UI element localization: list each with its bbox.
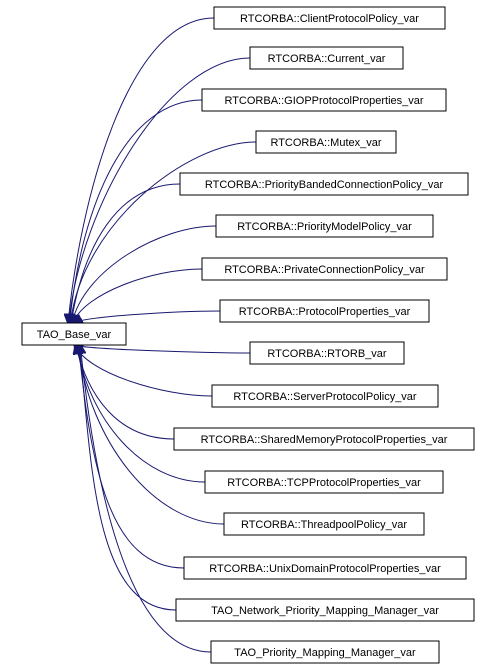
derived-class-node[interactable]: RTCORBA::ServerProtocolPolicy_var	[211, 384, 439, 408]
inheritance-edge	[68, 17, 215, 323]
derived-class-label: RTCORBA::TCPProtocolProperties_var	[227, 477, 421, 489]
derived-class-node[interactable]: RTCORBA::GIOPProtocolProperties_var	[201, 88, 447, 112]
derived-class-node[interactable]: RTCORBA::PriorityModelPolicy_var	[215, 214, 434, 238]
inheritance-edge	[71, 183, 181, 323]
inheritance-edge	[73, 268, 203, 323]
derived-class-nodes: RTCORBA::ClientProtocolPolicy_varRTCORBA…	[173, 6, 475, 664]
inheritance-edge	[75, 345, 213, 397]
derived-class-label: RTCORBA::UnixDomainProtocolProperties_va…	[209, 563, 441, 575]
inheritance-edge	[69, 57, 251, 323]
inheritance-edge	[72, 225, 217, 323]
derived-class-node[interactable]: RTCORBA::ProtocolProperties_var	[219, 299, 430, 323]
derived-class-label: RTCORBA::ClientProtocolPolicy_var	[240, 13, 419, 25]
inheritance-edge	[79, 345, 185, 569]
derived-class-label: RTCORBA::RTORB_var	[267, 348, 387, 360]
derived-class-label: RTCORBA::Mutex_var	[270, 137, 381, 149]
inheritance-edge	[70, 99, 203, 323]
derived-class-label: RTCORBA::GIOPProtocolProperties_var	[224, 95, 423, 107]
derived-class-label: RTCORBA::SharedMemoryProtocolProperties_…	[201, 434, 448, 446]
derived-class-node[interactable]: RTCORBA::ClientProtocolPolicy_var	[213, 6, 446, 30]
derived-class-label: RTCORBA::ServerProtocolPolicy_var	[233, 391, 417, 403]
derived-class-label: RTCORBA::ProtocolProperties_var	[239, 306, 411, 318]
derived-class-label: RTCORBA::PrivateConnectionPolicy_var	[224, 264, 425, 276]
inheritance-edge	[80, 345, 212, 653]
derived-class-label: TAO_Network_Priority_Mapping_Manager_var	[211, 605, 439, 617]
inheritance-edge	[79, 345, 177, 611]
derived-class-node[interactable]: RTCORBA::PriorityBandedConnectionPolicy_…	[179, 172, 469, 196]
inheritance-edges	[68, 17, 257, 653]
derived-class-node[interactable]: TAO_Network_Priority_Mapping_Manager_var	[175, 598, 475, 622]
base-class-label: TAO_Base_var	[37, 329, 112, 341]
derived-class-label: TAO_Priority_Mapping_Manager_var	[234, 647, 416, 659]
derived-class-label: RTCORBA::PriorityModelPolicy_var	[237, 221, 412, 233]
derived-class-node[interactable]: RTCORBA::TCPProtocolProperties_var	[204, 470, 444, 494]
derived-class-node[interactable]: RTCORBA::UnixDomainProtocolProperties_va…	[183, 556, 467, 580]
derived-class-node[interactable]: RTCORBA::RTORB_var	[249, 341, 405, 365]
derived-class-label: RTCORBA::Current_var	[268, 53, 386, 65]
derived-class-node[interactable]: TAO_Priority_Mapping_Manager_var	[210, 640, 440, 664]
derived-class-node[interactable]: RTCORBA::Current_var	[249, 46, 404, 70]
derived-class-node[interactable]: RTCORBA::ThreadpoolPolicy_var	[223, 512, 425, 536]
derived-class-node[interactable]: RTCORBA::PrivateConnectionPolicy_var	[201, 257, 448, 281]
inheritance-edge	[74, 310, 221, 323]
base-class-node[interactable]: TAO_Base_var	[21, 322, 127, 346]
derived-class-label: RTCORBA::PriorityBandedConnectionPolicy_…	[205, 179, 444, 191]
derived-class-node[interactable]: RTCORBA::SharedMemoryProtocolProperties_…	[173, 427, 475, 451]
inheritance-edge	[74, 345, 251, 354]
derived-class-node[interactable]: RTCORBA::Mutex_var	[255, 130, 397, 154]
derived-class-label: RTCORBA::ThreadpoolPolicy_var	[241, 519, 407, 531]
